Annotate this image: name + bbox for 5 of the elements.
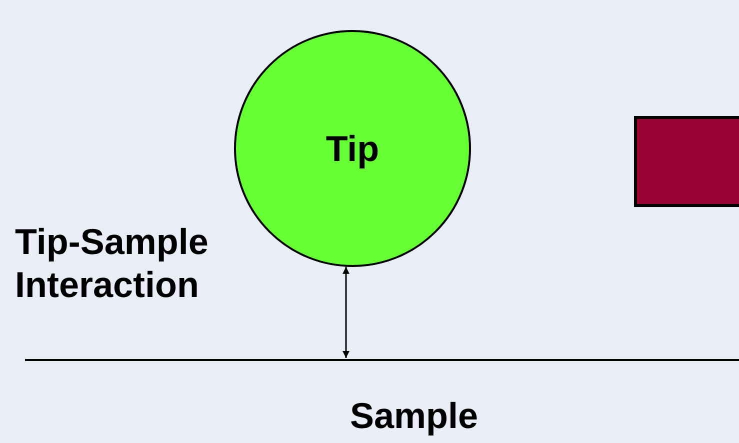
sample-label: Sample bbox=[350, 395, 478, 436]
rectangle-block bbox=[634, 116, 739, 207]
double-arrow bbox=[342, 266, 350, 358]
edge-label: Tip-Sample Interaction bbox=[15, 220, 210, 306]
tip-label: Tip bbox=[326, 128, 380, 170]
